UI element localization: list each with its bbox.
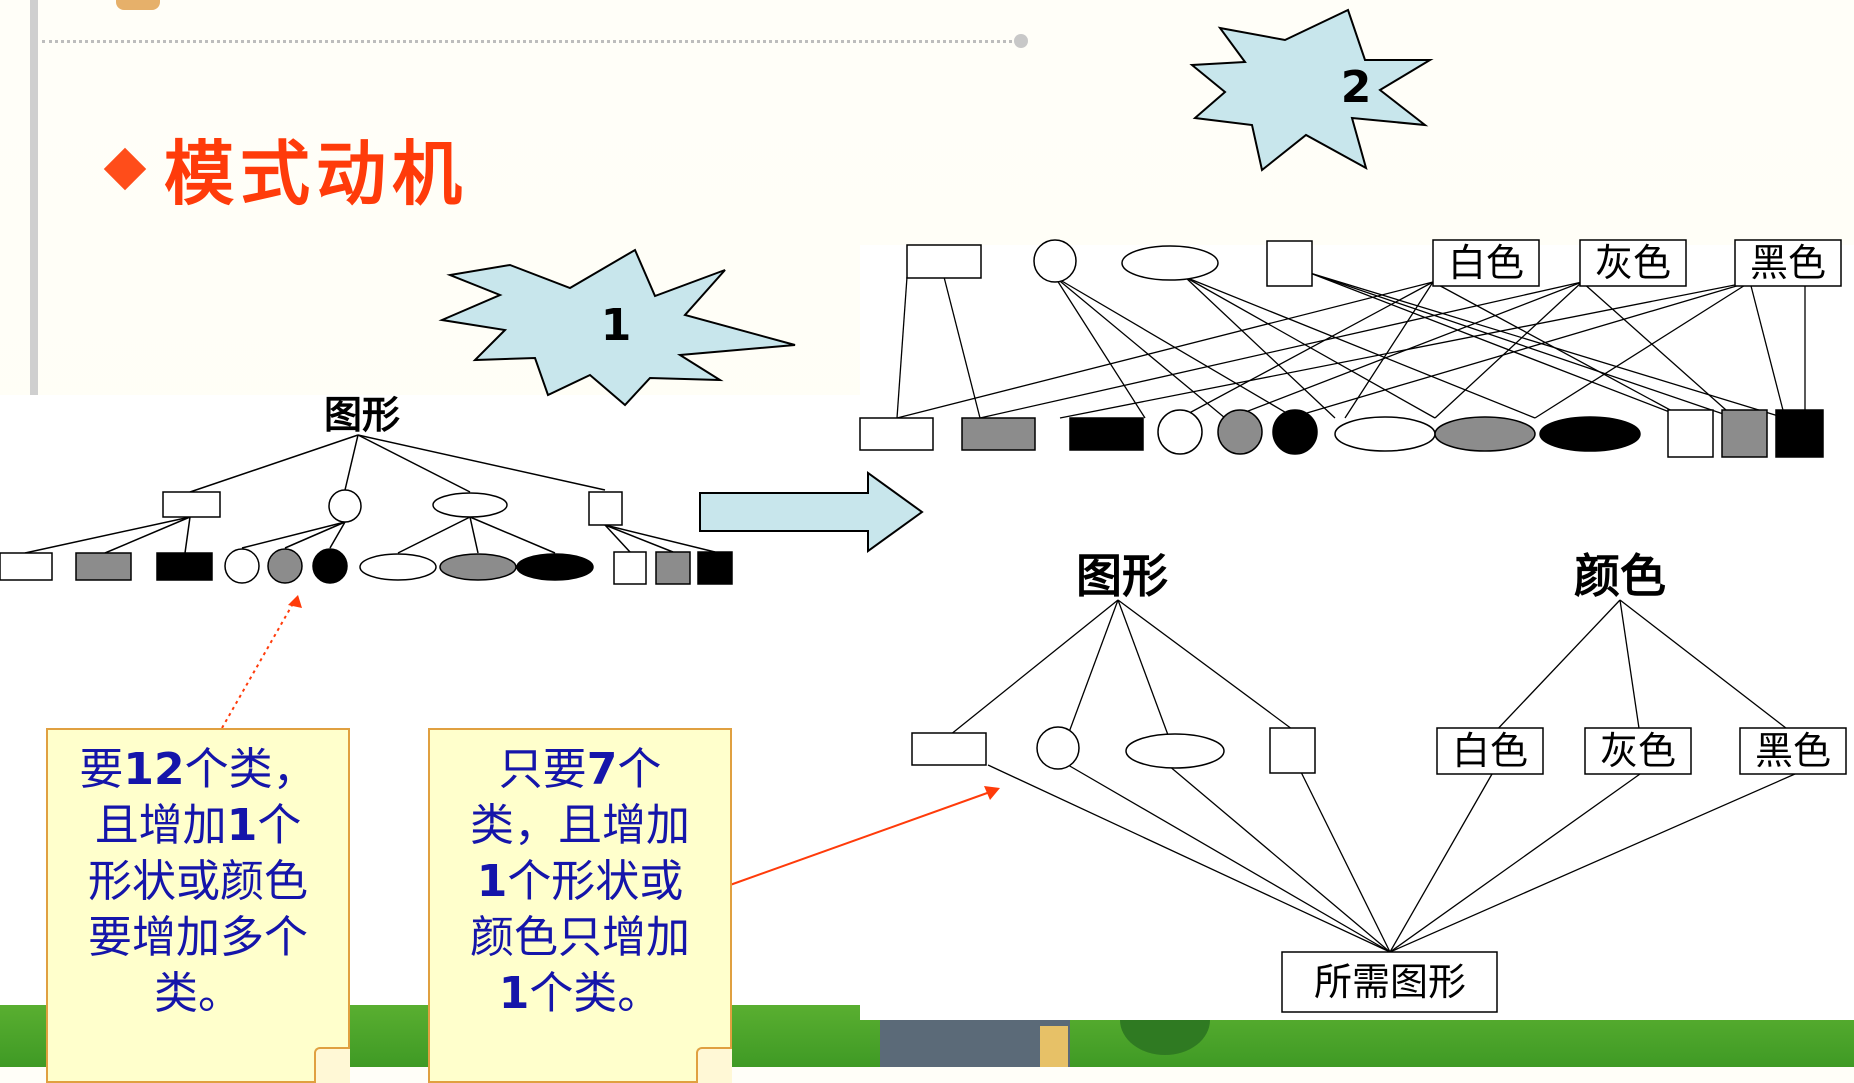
right-top-square-node (1266, 240, 1313, 287)
right-top-ellipse-white (1334, 416, 1436, 452)
right-bottom-color-black-box (1739, 727, 1847, 775)
right-top-square-gray (1721, 409, 1768, 458)
left-rect-gray (75, 552, 132, 581)
left-square-black (697, 551, 733, 585)
left-ellipse-node (432, 492, 508, 518)
right-top-circle-white (1157, 409, 1203, 455)
left-note-fold (314, 1047, 350, 1083)
house-door-decoration (1040, 1026, 1068, 1067)
right-top-circle-black (1272, 409, 1318, 455)
right-note-leader-head (984, 786, 1000, 800)
right-top-square-white (1667, 409, 1714, 458)
right-note-fold (696, 1047, 732, 1083)
right-bottom-result-label: 所需图形 (1314, 960, 1466, 1004)
right-top-circle-gray (1217, 409, 1263, 455)
starburst-2 (1189, 8, 1434, 172)
right-top-rect-black (1069, 417, 1144, 451)
right-top-ellipse-black (1539, 416, 1641, 452)
right-top-rect-white (859, 417, 934, 451)
right-bottom-rect-node (911, 732, 987, 766)
right-top-color-gray-box (1579, 239, 1687, 287)
left-note-line-3: 形状或颜色 (88, 856, 308, 907)
slide-title: 模式动机 (164, 132, 468, 215)
slide-corner-icon (116, 0, 160, 10)
left-circle-node (328, 489, 362, 523)
right-note-line-4: 颜色只增加 (470, 912, 690, 963)
right-note-line-2: 类，且增加 (470, 800, 690, 851)
right-top-color-black: 黑色 (1750, 241, 1826, 285)
right-top-color-white-box (1432, 239, 1540, 287)
right-top-rect-gray (961, 417, 1036, 451)
starburst-1 (438, 248, 796, 407)
left-circle-white (224, 548, 260, 584)
header-dotted-rule (42, 40, 1018, 43)
right-callout-note: 只要7个 类，且增加 1个形状或 颜色只增加 1个类。 (428, 728, 732, 1083)
left-circle-gray (267, 548, 303, 584)
block-arrow-right (699, 471, 924, 553)
right-bottom-connections (949, 599, 1796, 953)
left-root-label: 图形 (324, 393, 400, 437)
right-note-line-1: 只要7个 (498, 744, 662, 795)
starburst-2-label: 2 (1341, 62, 1372, 113)
right-top-ellipse-node (1121, 245, 1219, 281)
left-callout-note: 要12个类， 且增加1个 形状或颜色 要增加多个 类。 (46, 728, 350, 1083)
right-bottom-ellipse-node (1125, 733, 1225, 769)
left-rect-white (0, 552, 53, 581)
left-square-white (613, 551, 647, 585)
right-top-color-gray: 灰色 (1595, 241, 1671, 285)
left-hierarchy-diagram (24, 434, 716, 554)
right-top-connections (896, 272, 1806, 419)
left-square-node (588, 491, 623, 526)
right-note-line-3: 1个形状或 (476, 856, 684, 907)
right-note-leader (729, 791, 991, 886)
right-top-circle-node (1033, 239, 1077, 283)
left-hierarchy-shapes (0, 489, 733, 585)
left-square-gray (655, 551, 691, 585)
slide-title-row: 模式动机 (103, 118, 468, 219)
right-top-rect-node (906, 244, 982, 279)
left-note-line-5: 类。 (154, 968, 242, 1019)
right-bottom-color-gray-box (1584, 727, 1692, 775)
left-ellipse-gray (439, 553, 517, 581)
starburst-1-label: 1 (601, 300, 632, 351)
right-top-ellipse-gray (1434, 416, 1536, 452)
right-bottom-color-white: 白色 (1452, 729, 1528, 773)
right-bottom-color-white-box (1436, 727, 1544, 775)
right-bottom-result-box (1281, 951, 1498, 1013)
right-bottom-shape-root: 图形 (1076, 549, 1168, 603)
left-note-leader (221, 599, 296, 729)
right-bottom-square-node (1269, 727, 1316, 774)
left-note-line-2: 且增加1个 (94, 800, 302, 851)
left-rect-node (162, 491, 221, 518)
left-circle-black (312, 548, 348, 584)
right-top-square-black (1775, 409, 1824, 458)
right-bottom-shapes (911, 726, 1847, 1013)
right-bottom-color-root: 颜色 (1574, 549, 1666, 603)
right-top-color-white: 白色 (1448, 241, 1524, 285)
left-note-line-4: 要增加多个 (88, 912, 308, 963)
right-bottom-circle-node (1036, 726, 1080, 770)
right-top-shapes (859, 239, 1842, 458)
left-note-leader-head (288, 595, 302, 608)
left-ellipse-white (359, 553, 437, 581)
left-ellipse-black (516, 553, 594, 581)
right-note-line-5: 1个类。 (498, 968, 662, 1019)
left-rect-black (156, 552, 213, 581)
right-bottom-color-black: 黑色 (1755, 729, 1831, 773)
header-rule-end-dot (1014, 34, 1028, 48)
right-bottom-color-gray: 灰色 (1600, 729, 1676, 773)
left-note-line-1: 要12个类， (79, 744, 317, 795)
right-top-color-black-box (1734, 239, 1842, 287)
